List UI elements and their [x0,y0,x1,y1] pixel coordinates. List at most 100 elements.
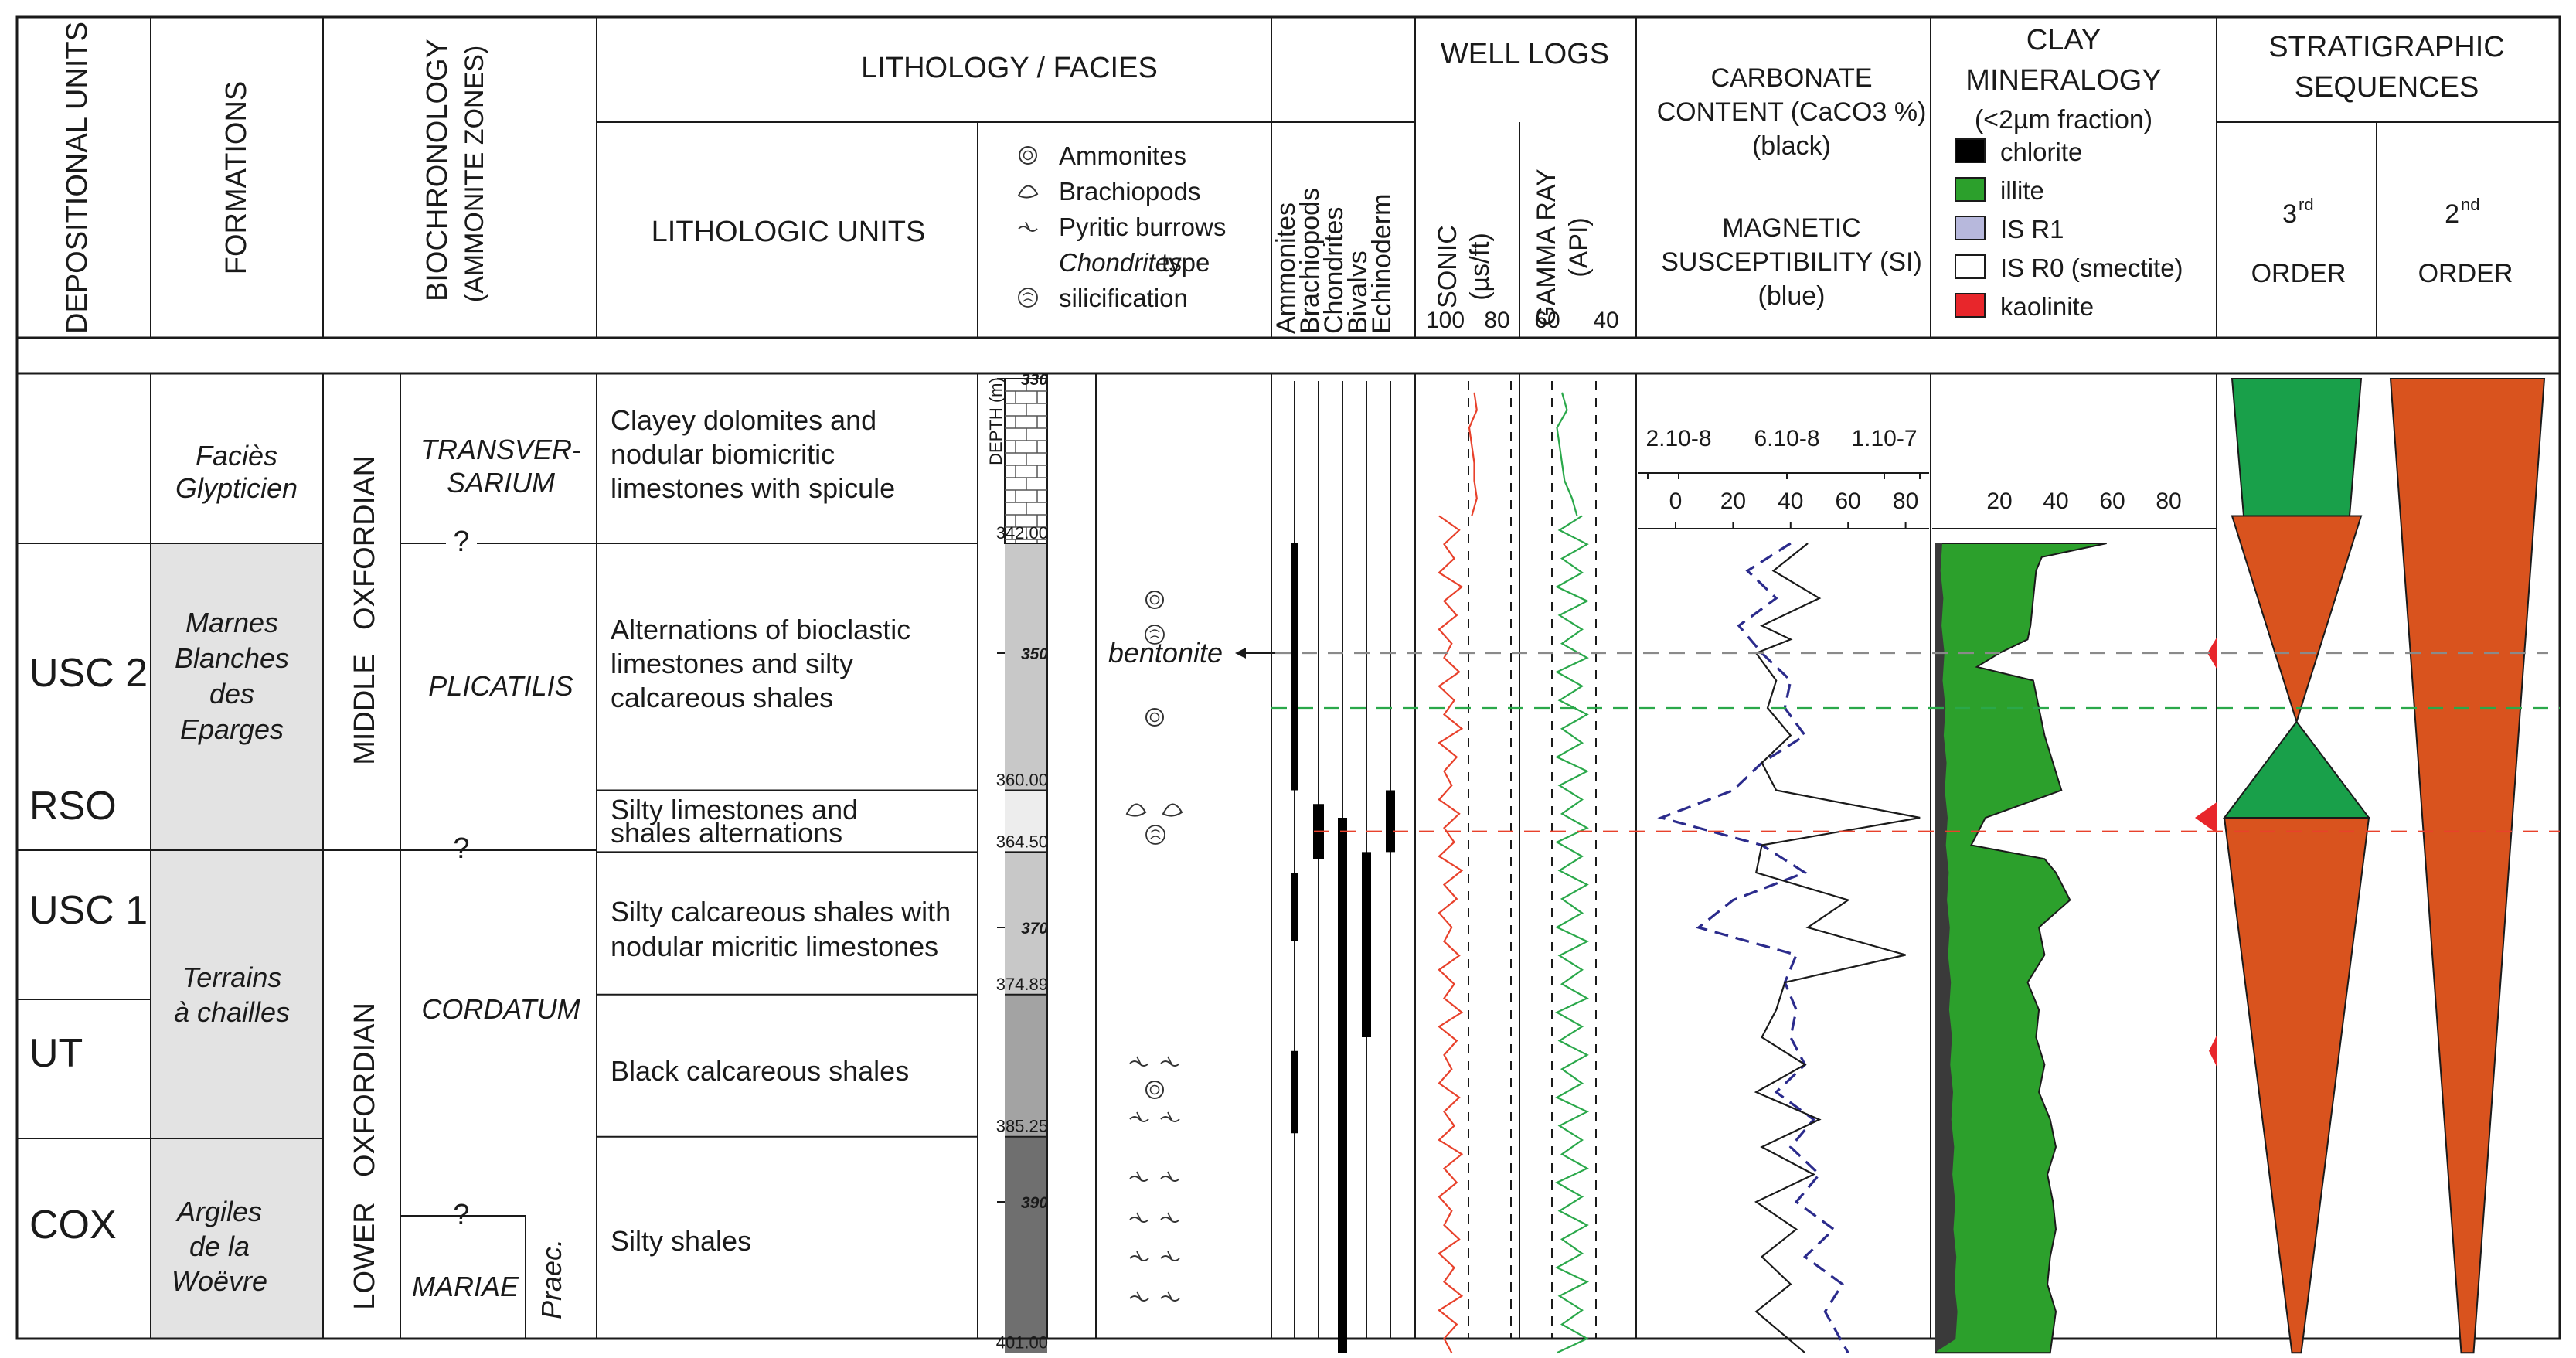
kaolinite-spike [2207,638,2217,669]
header-magnetic: SUSCEPTIBILITY (SI) [1661,247,1922,277]
depth-tick: 330 [1021,371,1048,389]
chlorite-area [1935,543,1958,1353]
bivalve-range [1362,852,1371,1037]
depth-boundary-value: 401.00 [996,1332,1048,1352]
clay-legend-swatch [1955,216,1986,240]
sonic-log [1438,515,1464,1353]
clay-legend-swatch [1955,177,1986,202]
formation-name: Marnes [185,607,278,638]
zone-plicatilis: PLICATILIS [428,670,573,702]
burrow-icon [1129,1291,1149,1302]
header-second-sup: nd [2461,195,2479,214]
depth-tick: 350 [1021,645,1048,663]
stage-oxfordian: OXFORDIAN [349,455,381,630]
header-strat: STRATIGRAPHIC [2268,31,2504,63]
depositional-unit: UT [29,1031,83,1076]
zone-praec: Praec. [536,1239,567,1319]
uncertain-boundary: ? [453,1199,469,1231]
third-order-seq-orange [2231,515,2363,725]
depth-tick: 370 [1021,920,1048,938]
legend-brachiopod-icon [1017,185,1039,199]
legend-pyritic-burrows: Pyritic burrows [1059,213,1226,241]
header-third-sup: rd [2299,195,2314,214]
magnetic-susceptibility-series [1657,542,1849,1354]
header-formations: FORMATIONS [220,81,253,275]
header-depositional-units: DEPOSITIONAL UNITS [61,22,94,334]
frame-lines [15,15,2561,1340]
silicification-icon [1145,825,1165,845]
legend-brachiopods: Brachiopods [1059,177,1200,206]
lithology-alternations [1005,543,1047,791]
depth-boundary-value: 364.50 [996,832,1048,851]
depth-axis-label: DEPTH (m) [986,377,1006,465]
header-clay: (<2µm fraction) [1975,105,2152,134]
gamma-tick: 40 [1593,308,1618,333]
header-gamma-unit: (API) [1564,217,1594,277]
ammonite-icon [1149,712,1160,723]
burrow-icon [1160,1056,1180,1067]
uncertain-boundary: ? [453,832,469,865]
zone-transversarium: TRANSVER- [420,434,581,465]
clay-legend-label: chlorite [2000,138,2082,166]
kaolinite-spike [2195,802,2217,833]
magnetic-tick: 1.10-7 [1851,426,1917,451]
zone-transversarium: SARIUM [447,467,555,499]
legend-ammonites: Ammonites [1059,141,1186,170]
depth-boundary-value: 360.00 [996,771,1048,790]
formation-name: de la [189,1230,250,1262]
clay-legend-swatch [1955,293,1986,318]
silicification-icon [1149,629,1160,639]
fossil-column-header: Ammonites [1271,203,1301,334]
burrow-icon [1160,1212,1180,1223]
ammonite-range [1291,543,1298,791]
magnetic-tick: 2.10-8 [1645,426,1711,451]
header-well-logs: WELL LOGS [1441,38,1609,70]
lithology-silty-shales [1005,1136,1047,1353]
burrow-icon [1129,1251,1149,1261]
gamma-log-upper [1556,392,1578,516]
lithologic-unit-text: limestones and silty [611,648,853,679]
column-content [997,138,2560,1354]
fossil-column-header: Brachiopods [1295,188,1325,334]
clay-tick: 20 [1986,488,2012,514]
sonic-tick: 100 [1426,308,1465,333]
lithologic-unit-text: Alternations of bioclastic [611,614,910,645]
stage-oxfordian: OXFORDIAN [349,1002,381,1177]
clay-tick: 80 [2156,488,2181,514]
formation-name: Blanches [175,642,289,674]
formation-name: Faciès [196,440,277,471]
header-lithologic-units: LITHOLOGIC UNITS [652,216,926,248]
header-clay: MINERALOGY [1965,64,2161,97]
fossil-column-header: Chondrites [1319,207,1349,334]
ammonite-icon [1149,594,1160,605]
fossil-column-header: Echinoderm [1367,194,1397,334]
formation-name: Terrains [182,961,282,993]
clay-legend-swatch [1955,254,1986,279]
header-magnetic: (blue) [1758,281,1826,311]
clay-legend-label: IS R1 [2000,215,2064,243]
lithology-silty-limestone [1005,790,1047,853]
burrow-icon [1129,1056,1149,1067]
bentonite-arrow-head [1235,648,1246,659]
carbonate-tick: 20 [1720,488,1746,514]
depth-tick: 390 [1021,1194,1048,1212]
illite-area [1935,543,2107,1354]
uncertain-boundary: ? [453,526,469,558]
brachiopod-icon [1125,803,1147,817]
clay-tick: 40 [2043,488,2068,514]
lithologic-unit-text: Silty limestones and [611,794,858,825]
lithologic-unit-text: nodular micritic limestones [611,931,938,962]
second-order-seq [2389,378,2546,1354]
ammonite-icon [1145,1081,1164,1099]
stage-middle: MIDDLE [349,654,381,765]
legend-silicification-icon [1018,288,1038,308]
formation-name: Eparges [180,713,284,745]
fossil-column-header: Bivalvs [1343,250,1373,334]
silicification-icon [1150,829,1161,839]
ammonite-range [1291,1050,1298,1134]
magnetic-tick: 6.10-8 [1754,426,1819,451]
formation-gray-band [151,543,323,1339]
depositional-unit: COX [29,1203,117,1247]
header-carbonate: CARBONATE [1710,63,1872,93]
third-order-seq-green [2231,378,2363,517]
